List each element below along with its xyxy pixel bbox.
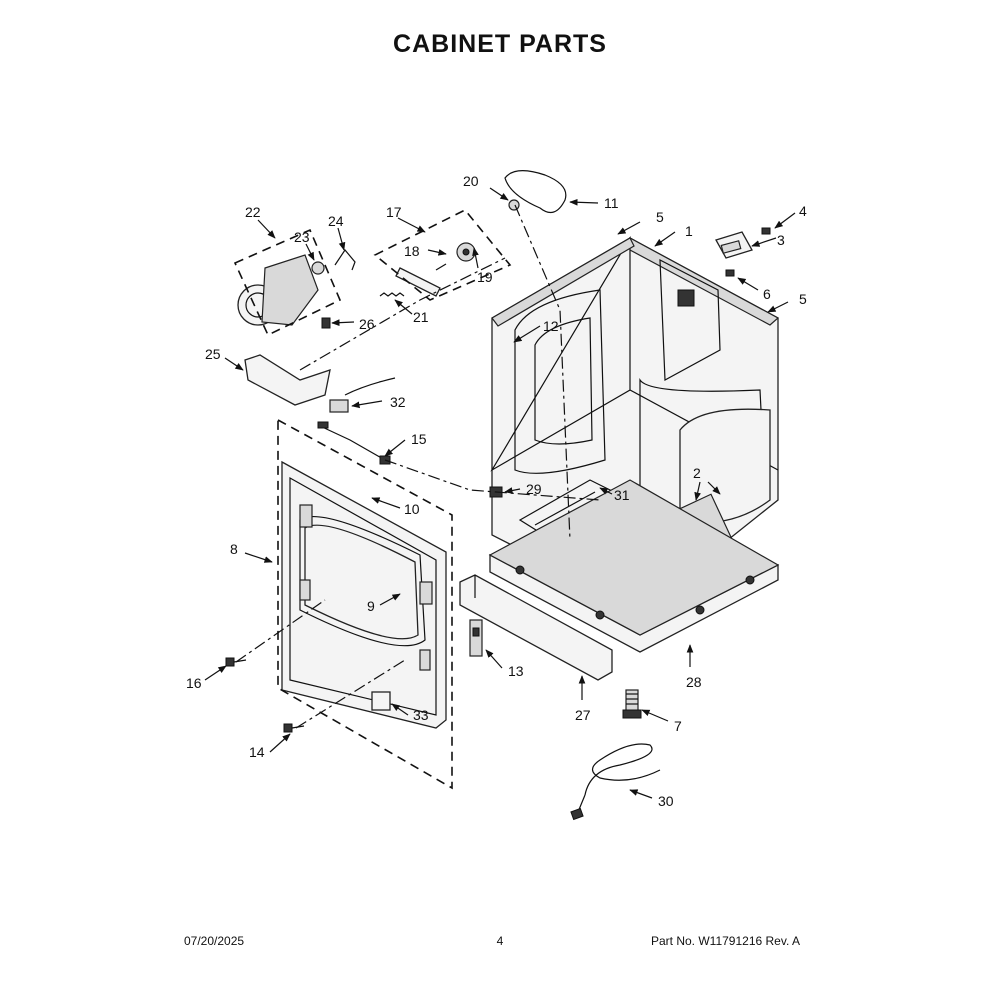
motor-centerline [299, 257, 506, 371]
toe-panel [459, 574, 613, 681]
callout-15: 15 [411, 431, 427, 447]
leader-lines [204, 187, 796, 799]
callout-8: 8 [230, 541, 238, 557]
callout-18: 18 [404, 243, 420, 259]
callout-2: 2 [693, 465, 701, 481]
callout-13: 13 [508, 663, 524, 679]
callout-12: 12 [543, 318, 559, 334]
callout-30: 30 [658, 793, 674, 809]
door-switch [469, 619, 483, 657]
leveling-leg [622, 689, 642, 719]
callout-29: 29 [526, 481, 542, 497]
callout-9: 9 [367, 598, 375, 614]
front-panel [281, 460, 447, 729]
callout-labels: 1 2 3 4 5 5 6 7 8 9 10 11 12 13 14 15 16… [186, 173, 807, 809]
motor-bolt [321, 317, 331, 329]
callout-7: 7 [674, 718, 682, 734]
callout-33: 33 [413, 707, 429, 723]
footer-date: 07/20/2025 [184, 934, 245, 948]
callout-23: 23 [294, 229, 310, 245]
cabinet-base [488, 479, 780, 653]
callout-17: 17 [386, 204, 402, 220]
callout-20: 20 [463, 173, 479, 189]
screw-6 [725, 269, 735, 277]
callout-27: 27 [575, 707, 591, 723]
motor-group-outline [233, 228, 342, 337]
thermal-fuse [329, 377, 396, 413]
callout-22: 22 [245, 204, 261, 220]
callout-19: 19 [477, 269, 493, 285]
front-panel-outline [277, 418, 453, 790]
callout-5a: 5 [656, 209, 664, 225]
callout-25: 25 [205, 346, 221, 362]
screw-4 [761, 227, 771, 235]
callout-16: 16 [186, 675, 202, 691]
motor-clip [334, 248, 356, 271]
power-cord [570, 743, 661, 821]
drive-motor [237, 254, 325, 326]
callout-28: 28 [686, 674, 702, 690]
callout-1: 1 [685, 223, 693, 239]
drive-belt [504, 170, 567, 214]
callout-14: 14 [249, 744, 265, 760]
callout-5b: 5 [799, 291, 807, 307]
idler-assembly [395, 242, 476, 297]
callout-32: 32 [390, 394, 406, 410]
callout-4: 4 [799, 203, 807, 219]
idler-group-outline [373, 208, 512, 301]
footer-page-number: 4 [496, 934, 504, 948]
idler-spring [379, 292, 405, 297]
warning-label [371, 691, 391, 711]
callout-21: 21 [413, 309, 429, 325]
footer-part-number: Part No. W11791216 Rev. A [651, 934, 800, 948]
callout-11: 11 [604, 195, 619, 211]
callout-31: 31 [614, 487, 630, 503]
callout-24: 24 [328, 213, 344, 229]
screw-20 [508, 199, 520, 211]
page-title: CABINET PARTS [393, 30, 607, 58]
callout-26: 26 [359, 316, 375, 332]
callout-3: 3 [777, 232, 785, 248]
wire-harness [317, 421, 391, 465]
callout-6: 6 [763, 286, 771, 302]
callout-10: 10 [404, 501, 420, 517]
motor-bracket [244, 354, 331, 406]
